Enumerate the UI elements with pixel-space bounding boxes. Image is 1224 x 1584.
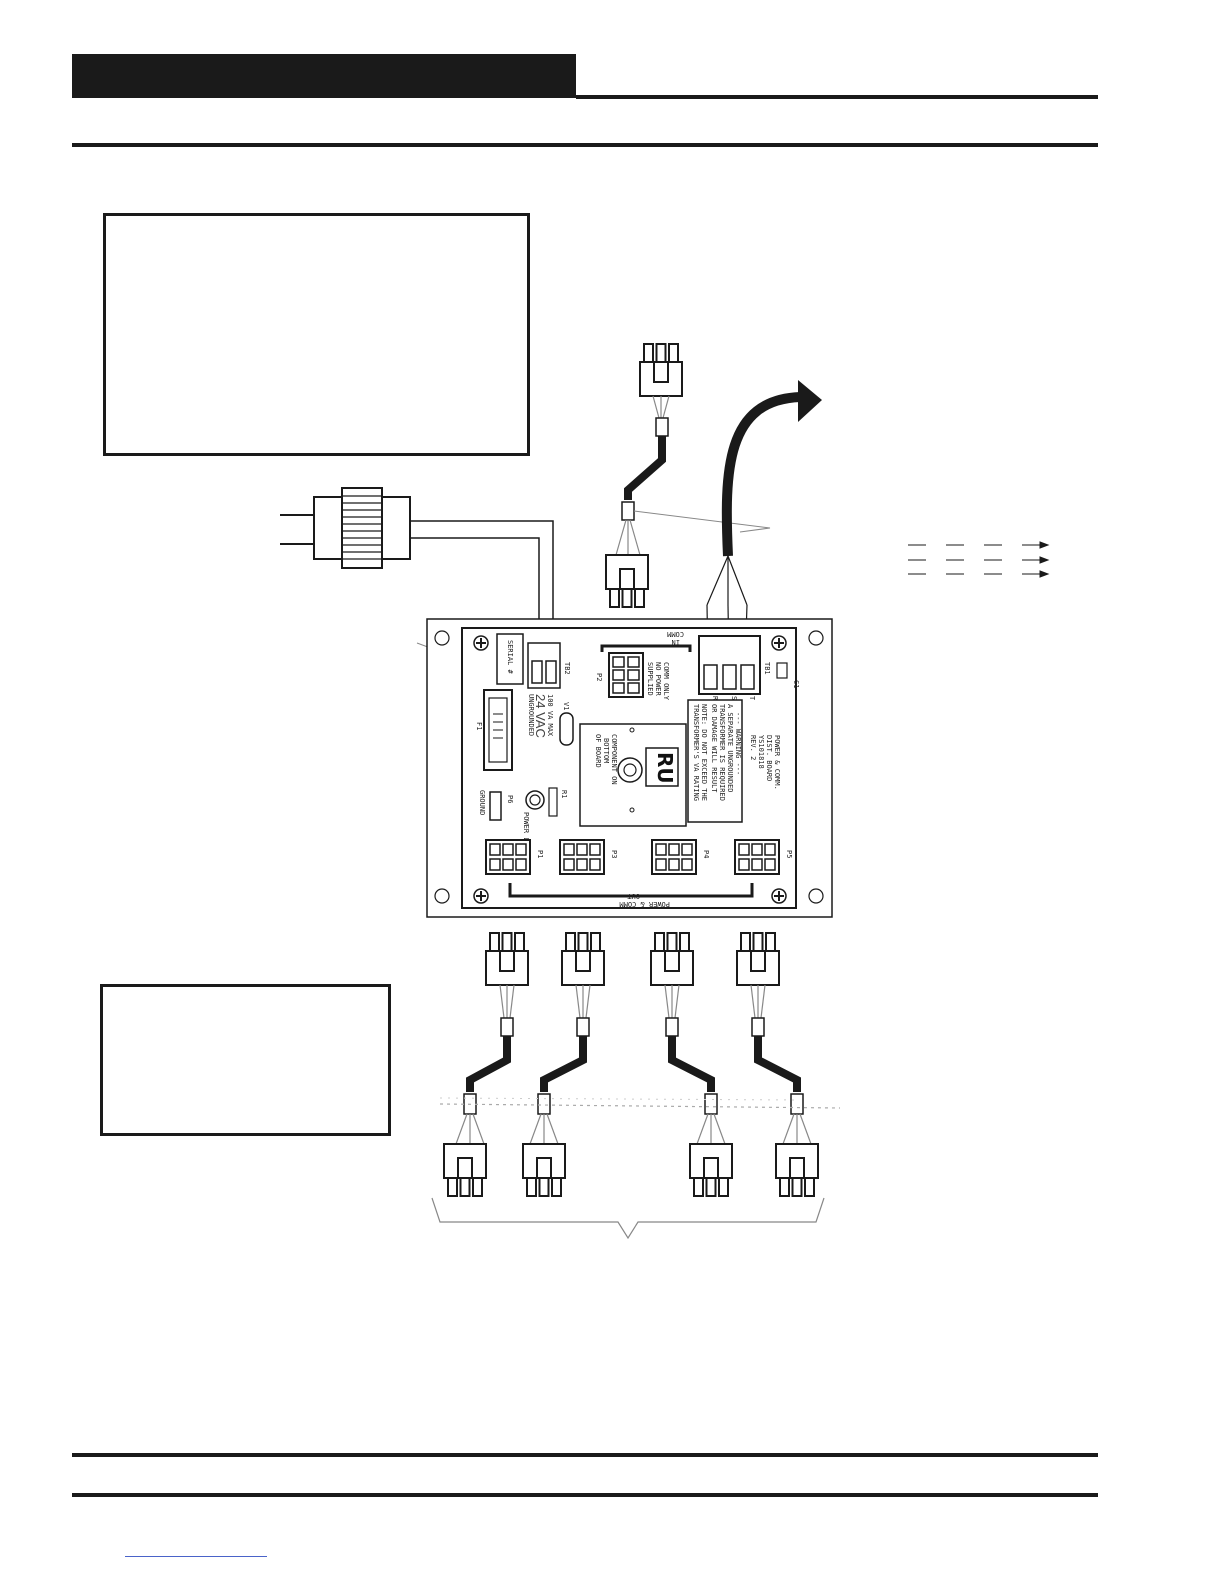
header-line	[576, 95, 1098, 99]
connector-plug-icon	[639, 343, 683, 397]
header-bar	[72, 54, 576, 98]
board-label-4: REV. 2	[749, 735, 757, 760]
p1-label: P1	[536, 850, 544, 858]
comm-in-cable	[605, 343, 771, 608]
ungrounded-label: UNGROUNDED	[527, 694, 535, 736]
v1-label: V1	[562, 702, 570, 710]
warning-line-2: A SEPARATE UNGROUNDED	[726, 704, 734, 793]
component-label-2: BOTTOM	[602, 738, 610, 763]
component-label-1: COMPONENT ON	[610, 734, 618, 785]
transformer-icon	[280, 487, 554, 672]
power-comm-out-label-1: POWER & COMM	[619, 900, 670, 908]
component-label-3: OF BOARD	[594, 734, 602, 768]
power-led-label: POWER LED	[522, 812, 530, 850]
p1-header	[485, 839, 531, 875]
footer-rule-bottom	[72, 1493, 1098, 1497]
va-max-label: 100 VA MAX	[546, 694, 554, 737]
p4-label: P4	[702, 850, 710, 858]
footer-link-underline	[125, 1556, 267, 1557]
ru-mark: RU	[653, 752, 677, 784]
warning-line-3: TRANSFORMER IS REQUIRED	[718, 704, 726, 801]
ground-label: GROUND	[478, 790, 486, 815]
power-comm-out-label-2: OUT	[627, 892, 640, 900]
header-rule	[72, 143, 1098, 147]
board-label-3: YS101818	[757, 735, 765, 769]
comm-only-label-1: COMM ONLY	[662, 662, 670, 701]
warning-line-1: --- WARNING ---	[734, 712, 742, 775]
c1-label: C1	[792, 680, 800, 688]
led-icon	[525, 787, 558, 817]
p2-header	[608, 652, 644, 698]
p2-label: P2	[595, 673, 603, 681]
fuse-icon	[483, 689, 513, 771]
r1-label: R1	[560, 790, 568, 798]
board-label-1: POWER & COMM.	[773, 735, 781, 790]
comm-only-label-3: SUPPLIED	[646, 662, 654, 696]
comm-in-label-1: COMM	[667, 630, 684, 638]
vac-label: 24 VAC	[533, 694, 548, 738]
tb1-label: TB1	[763, 662, 771, 675]
comm-in-label-2: IN	[672, 638, 680, 646]
f1-label: F1	[475, 722, 483, 730]
serial-label: SERIAL #	[506, 640, 514, 675]
dashed-arrows	[908, 541, 1050, 578]
tb2-label: TB2	[563, 662, 571, 675]
bottom-brace	[431, 1197, 825, 1240]
output-cables	[439, 932, 841, 1197]
term-t-label: T	[748, 696, 756, 701]
screw-icon	[473, 635, 489, 651]
p5-header	[734, 839, 780, 875]
board-label-2: DIST. BOARD	[765, 735, 773, 781]
p4-header	[651, 839, 697, 875]
warning-line-4: OR DAMAGE WILL RESULT	[710, 704, 718, 793]
p3-header	[559, 839, 605, 875]
p3-label: P3	[610, 850, 618, 858]
notes-box-bottom	[100, 984, 391, 1136]
distribution-board: SERIAL # TB2 24 VAC 100 VA MAX UNGROUNDE…	[426, 618, 833, 918]
p6-label: P6	[506, 795, 514, 803]
p5-label: P5	[785, 850, 793, 858]
comm-only-label-2: NO POWER	[654, 662, 662, 697]
warning-line-5: NOTE: DO NOT EXCEED THE	[700, 704, 708, 801]
notes-box-top	[103, 213, 530, 456]
term-r-label: R	[711, 696, 719, 701]
warning-line-6: TRANSFORMER'S VA RATING	[692, 704, 700, 801]
footer-rule-top	[72, 1453, 1098, 1457]
